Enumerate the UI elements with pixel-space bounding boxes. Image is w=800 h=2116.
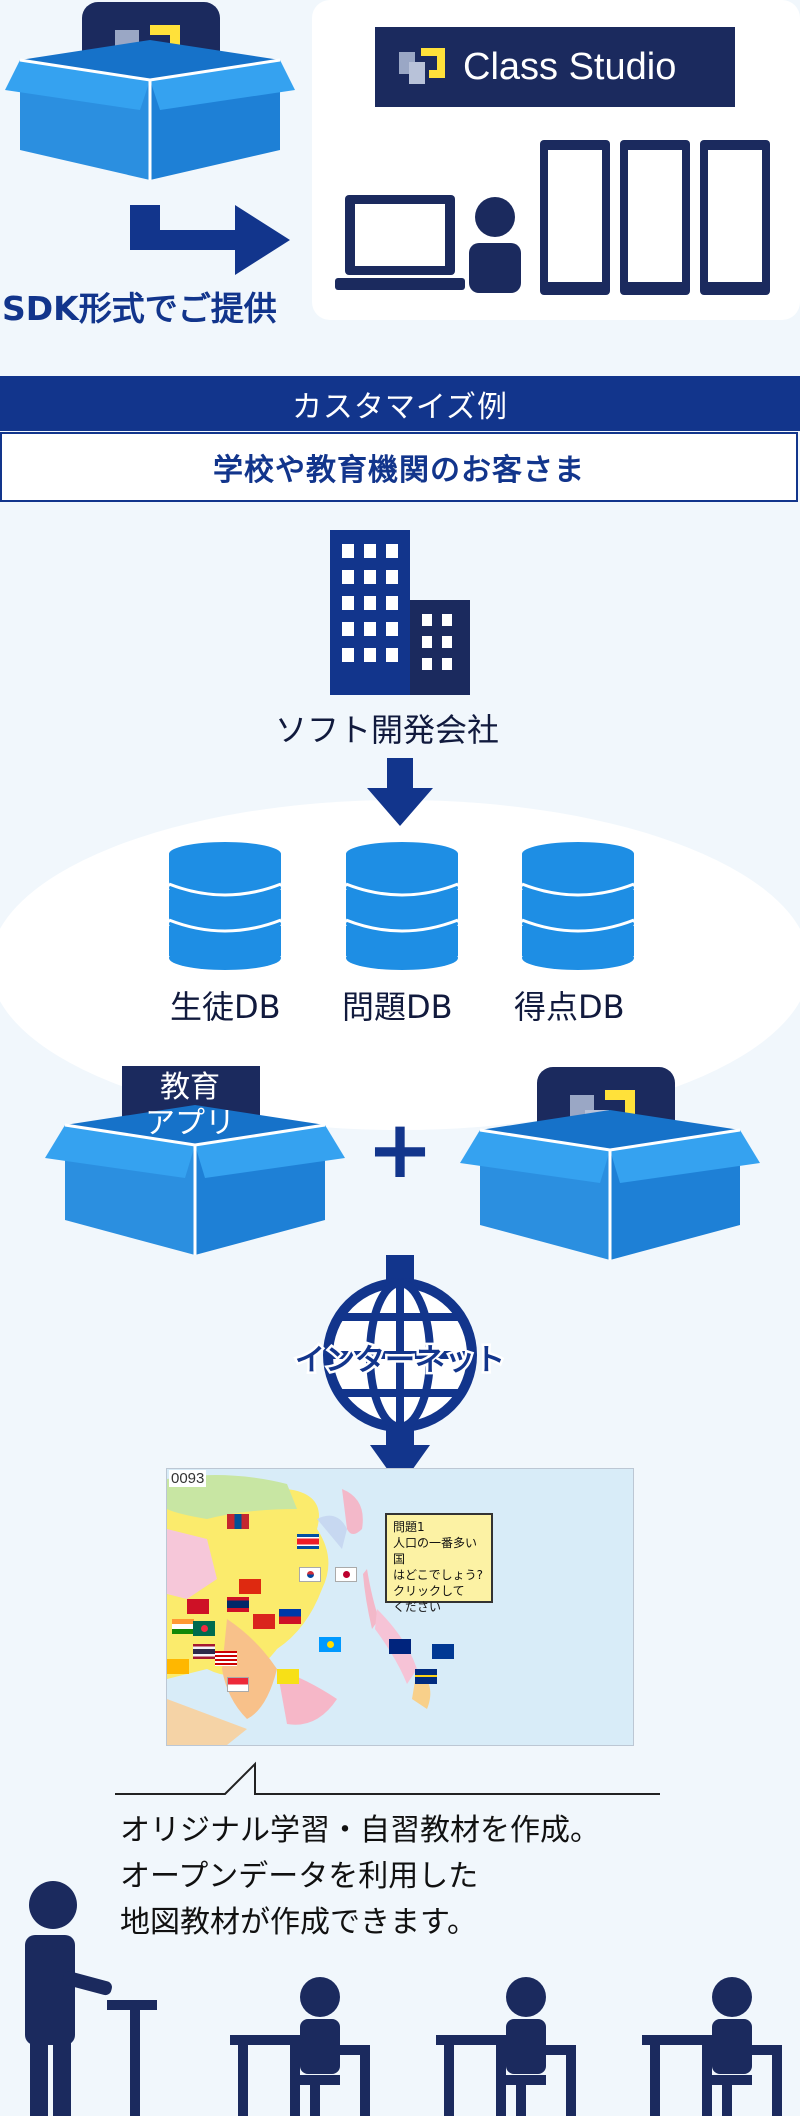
flag-icon: [215, 1651, 237, 1666]
map-counter: 0093: [169, 1470, 207, 1487]
user-icon: [469, 197, 521, 293]
question-line: ください: [393, 1600, 442, 1614]
score-db-icon: [521, 842, 635, 970]
flag-icon: [193, 1621, 215, 1636]
class-studio-box-icon: [460, 1067, 760, 1260]
flag-icon: [187, 1599, 209, 1614]
teacher-icon: [25, 1881, 157, 2116]
flag-icon: [432, 1644, 454, 1659]
flag-icon: [227, 1514, 249, 1529]
db-label: 生徒DB: [170, 988, 281, 1026]
banner-title: カスタマイズ例: [291, 389, 509, 425]
flag-icon: [227, 1677, 249, 1692]
arrow-right-icon: [130, 205, 290, 275]
flag-icon: [319, 1637, 341, 1652]
description-text: オリジナル学習・自習教材を作成。 オープンデータを利用した 地図教材が作成できま…: [120, 1813, 600, 1940]
flag-icon: [415, 1669, 437, 1684]
sdk-caption: SDK形式でご提供: [2, 289, 277, 328]
student-icon: [436, 1977, 576, 2116]
flag-icon: [299, 1567, 321, 1582]
office-building-icon: [330, 530, 470, 695]
internet-label: インターネット: [293, 1341, 508, 1381]
app-box-label-line1: 教育: [160, 1070, 220, 1105]
class-studio-product-box-icon: [5, 2, 295, 180]
customer-banner: 学校や教育機関のお客さま: [0, 432, 798, 502]
question-line: はどこでしょう?: [393, 1568, 484, 1582]
flag-icon: [335, 1567, 357, 1582]
flag-icon: [297, 1534, 319, 1549]
arrow-down-icon: [367, 758, 433, 826]
question-line: クリックして: [393, 1584, 465, 1598]
student-icon: [642, 1977, 782, 2116]
banner-subtitle: 学校や教育機関のお客さま: [213, 453, 585, 488]
class-studio-logo-icon: [399, 48, 445, 84]
monitor-icon: [335, 195, 465, 290]
brand-name: Class Studio: [463, 45, 677, 88]
student-db-icon: [168, 842, 282, 970]
plus-sign: +: [366, 1103, 434, 1196]
flag-icon: [227, 1597, 249, 1612]
question-line: 人口の一番多い国: [393, 1536, 478, 1566]
flag-icon: [279, 1609, 301, 1624]
question-line: 問題1: [393, 1520, 425, 1534]
server-rack-icon: [540, 140, 770, 295]
app-box-label-line2: アプリ: [145, 1106, 235, 1141]
question-db-icon: [345, 842, 459, 970]
flag-icon: [239, 1579, 261, 1594]
flag-icon: [167, 1659, 189, 1674]
flag-icon: [172, 1619, 194, 1634]
question-box: 問題1 人口の一番多い国 はどこでしょう? クリックして ください: [385, 1513, 493, 1614]
brand-badge: Class Studio: [375, 27, 735, 107]
flag-icon: [253, 1614, 275, 1629]
company-label: ソフト開発会社: [275, 711, 500, 749]
speech-bubble-tail: [115, 1761, 660, 1795]
db-label: 得点DB: [514, 988, 625, 1026]
app-box-label: 教育 アプリ: [130, 1070, 250, 1142]
flag-icon: [389, 1639, 411, 1654]
map-quiz-screenshot: 0093 問題1 人口の一番多い国 はどこでしょう? クリックして ください: [166, 1468, 634, 1746]
flag-icon: [193, 1644, 215, 1659]
student-icon: [230, 1977, 370, 2116]
globe-icon: [323, 1255, 477, 1487]
db-label: 問題DB: [342, 988, 453, 1026]
flag-icon: [277, 1669, 299, 1684]
education-app-box-icon: [45, 1066, 345, 1255]
customize-example-banner: カスタマイズ例: [0, 376, 800, 431]
